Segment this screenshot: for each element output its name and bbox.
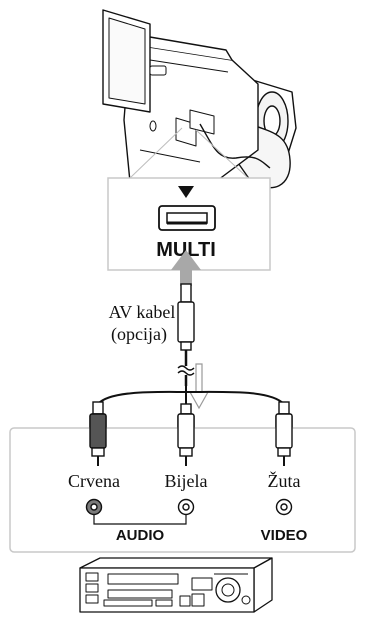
- multi-port-socket: [158, 205, 216, 231]
- video-group-label: VIDEO: [261, 527, 308, 544]
- red-connector-label: Crvena: [68, 471, 120, 491]
- port-pointer-icon: [178, 186, 194, 198]
- av-cable-label-line2: (opcija): [111, 324, 167, 345]
- yellow-jack: [275, 498, 293, 516]
- av-cable-split: [97, 386, 285, 405]
- yellow-connector-label: Žuta: [268, 470, 301, 491]
- audio-group-label: AUDIO: [116, 527, 165, 544]
- insert-arrow-icon: [171, 250, 201, 286]
- signal-flow-arrow-icon: [188, 363, 210, 410]
- av-cable-label-line1: AV kabel: [109, 302, 176, 322]
- vcr-illustration: [79, 557, 273, 613]
- red-jack: [85, 498, 103, 516]
- white-jack: [177, 498, 195, 516]
- white-connector-label: Bijela: [165, 471, 208, 491]
- av-cable-plug: [177, 283, 195, 351]
- audio-bracket: [93, 515, 187, 525]
- callout-lines: [129, 127, 249, 179]
- camcorder-cable: [199, 123, 271, 169]
- camcorder-illustration: [102, 9, 297, 193]
- cable-break-mark: [177, 365, 195, 376]
- plug-tips: [89, 413, 293, 466]
